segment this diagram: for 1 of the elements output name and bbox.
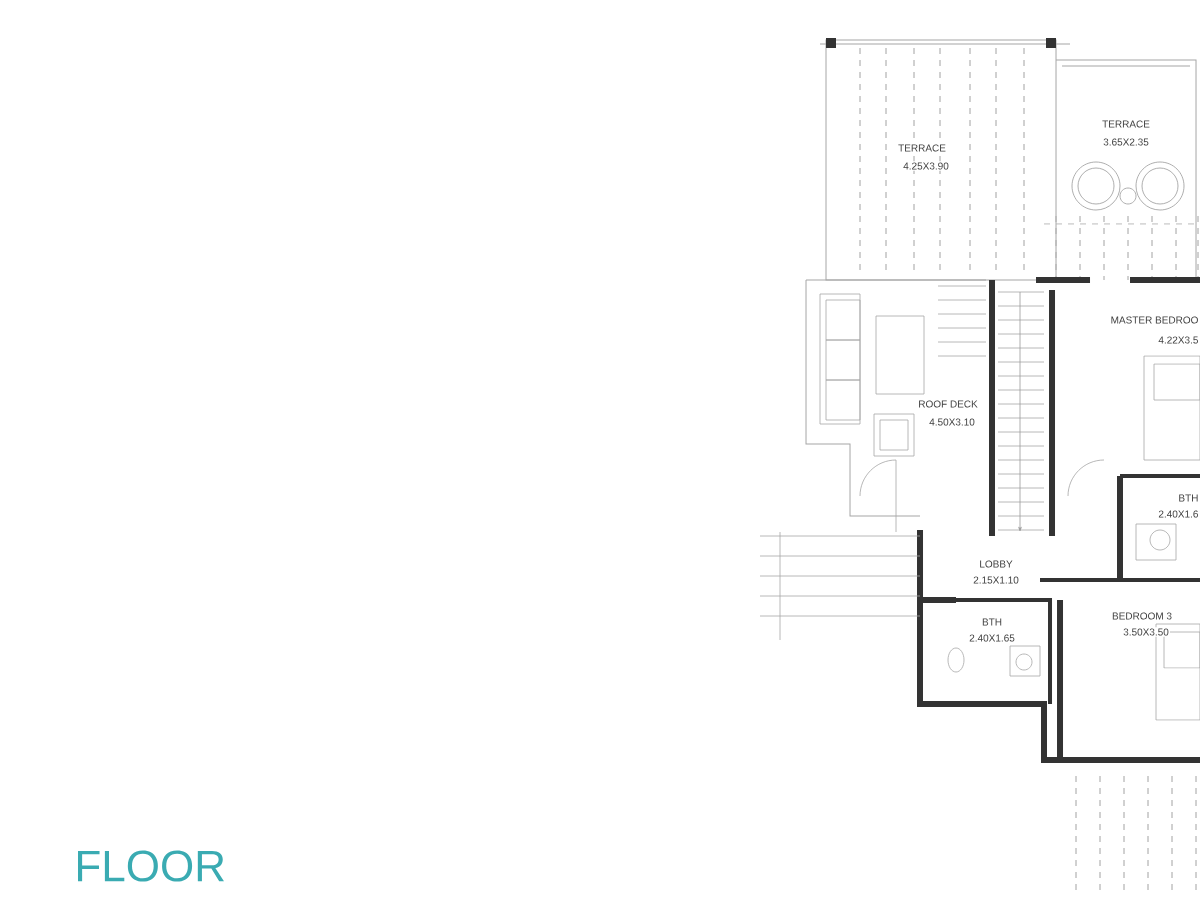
floor-title: FLOOR <box>78 850 224 882</box>
